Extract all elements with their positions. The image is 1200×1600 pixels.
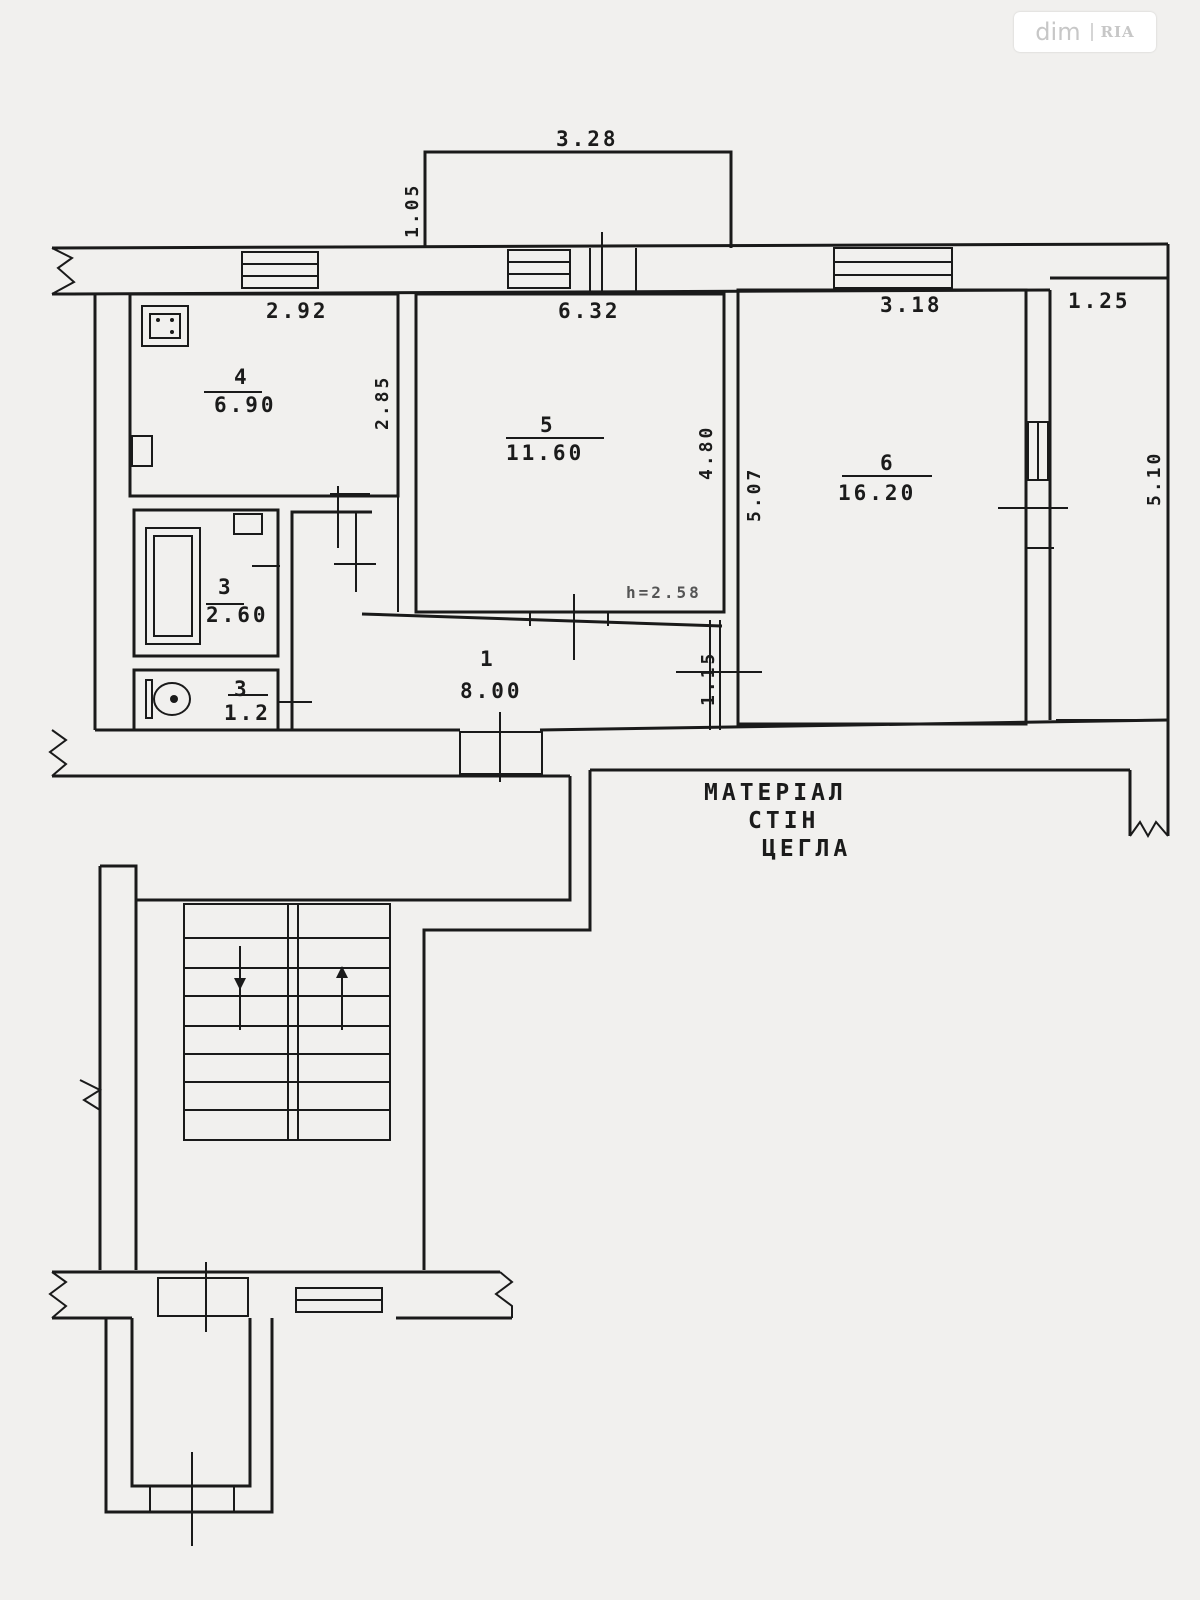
bath-number: 3 (218, 575, 234, 599)
side-height-label: 5.10 (1144, 451, 1165, 506)
side-width-label: 1.25 (1068, 289, 1131, 313)
room6-number: 6 (880, 451, 896, 475)
room4-number: 4 (234, 365, 250, 389)
balcony-depth-label: 1.05 (402, 183, 423, 238)
corridor-depth-label: 1.15 (698, 651, 719, 706)
room4-height-label: 2.85 (372, 375, 393, 430)
window-room6 (833, 247, 953, 289)
ceiling-height-label: h=2.58 (626, 583, 702, 602)
balcony-width-label: 3.28 (556, 127, 619, 151)
room6-area: 16.20 (838, 481, 916, 505)
room5-area: 11.60 (506, 441, 584, 465)
entrance-door (459, 712, 543, 782)
toilet-number: 3 (234, 677, 250, 701)
room5-number: 5 (540, 413, 556, 437)
room4-area: 6.90 (214, 393, 277, 417)
room6-height-label: 5.07 (744, 467, 765, 522)
dimria-logo[interactable]: dim RIA (1014, 12, 1156, 52)
room6-width-label: 3.18 (880, 293, 943, 317)
room-1-hallway (290, 486, 762, 730)
room-3-bath (132, 508, 280, 658)
outer-walls (48, 242, 1170, 839)
watermark-brand: dim (1035, 18, 1081, 46)
balcony-door (589, 232, 637, 295)
wall-material-line3: ЦЕГЛА (762, 836, 851, 862)
room4-width-label: 2.92 (266, 299, 329, 323)
room-5 (414, 292, 726, 614)
room-3-toilet (132, 668, 312, 732)
room-6 (736, 288, 1068, 726)
room-4 (128, 292, 400, 498)
stairwell (48, 770, 592, 1546)
wall-material-line2: СТІН (748, 808, 819, 834)
toilet-area: 1.2 (224, 701, 271, 725)
window-room4 (241, 251, 319, 289)
wall-material-line1: МАТЕРІАЛ (704, 780, 847, 806)
balcony (423, 150, 733, 248)
bath-area: 2.60 (206, 603, 269, 627)
hallway-area: 8.00 (460, 679, 523, 703)
room5-height-label: 4.80 (696, 425, 717, 480)
watermark-brand-ria: RIA (1090, 23, 1135, 41)
side-room (1048, 290, 1168, 721)
window-room5 (507, 249, 571, 289)
room5-width-label: 6.32 (558, 299, 621, 323)
hallway-number: 1 (480, 647, 496, 671)
